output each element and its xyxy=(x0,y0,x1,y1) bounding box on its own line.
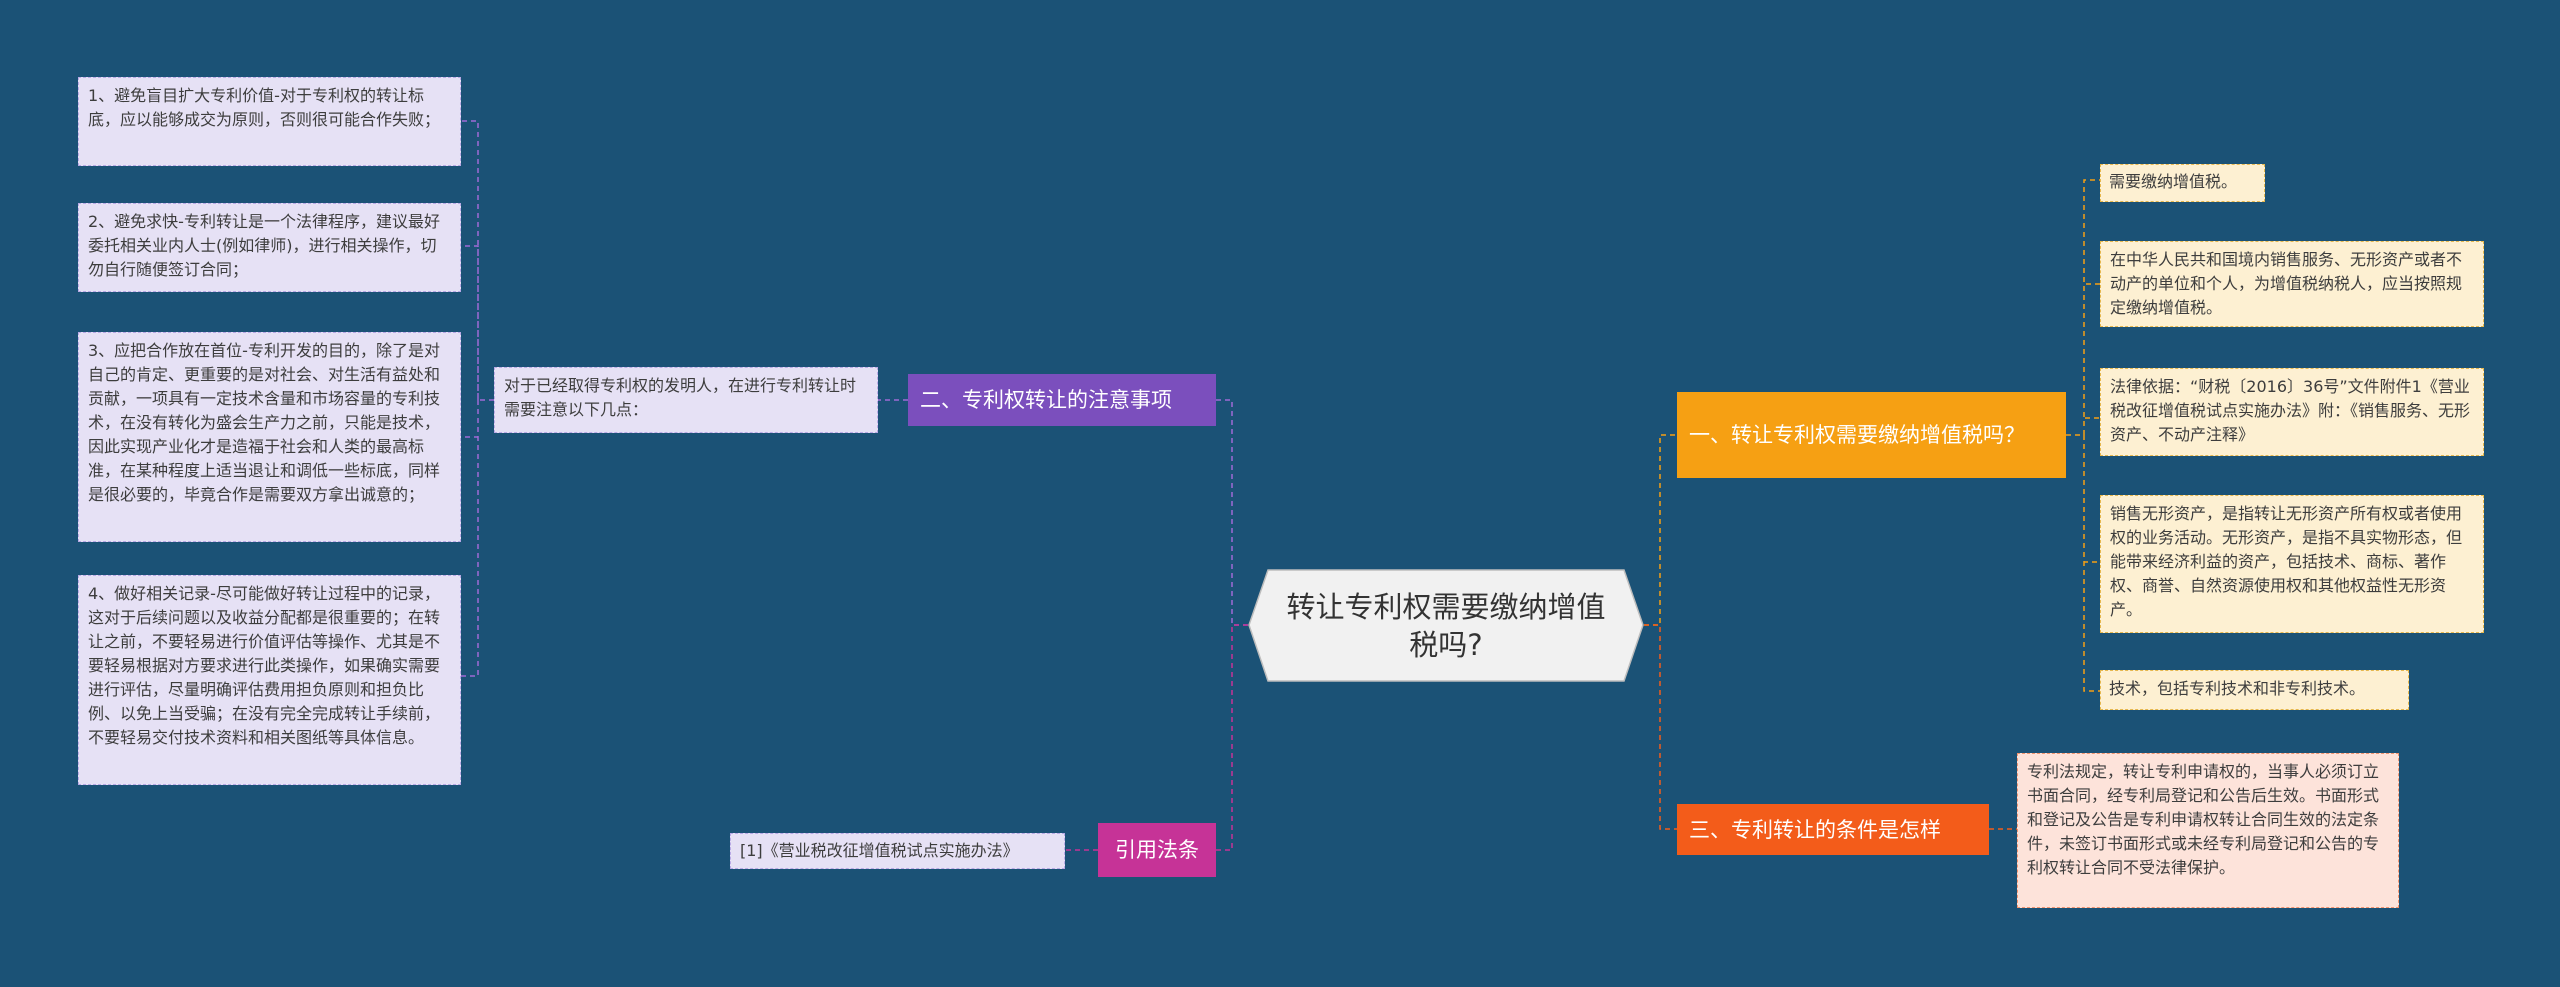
vat-item-2-text: 在中华人民共和国境内销售服务、无形资产或者不动产的单位和个人，为增值税纳税人，应… xyxy=(2110,250,2463,317)
link-center-attention xyxy=(1216,399,1248,626)
branch-law-label: 引用法条 xyxy=(1115,838,1199,862)
attention-item-2-text: 2、避免求快-专利转让是一个法律程序，建议最好委托相关业内人士(例如律师)，进行… xyxy=(88,212,440,279)
branch-vat-label: 一、转让专利权需要缴纳增值税吗？ xyxy=(1689,422,2025,447)
vat-item-5[interactable]: 技术，包括专利技术和非专利技术。 xyxy=(2100,670,2409,710)
conditions-item-1-text: 专利法规定，转让专利申请权的，当事人必须订立书面合同，经专利局登记和公告后生效。… xyxy=(2027,762,2380,877)
link-center-conditions xyxy=(1644,624,1677,830)
central-topic-title: 转让专利权需要缴纳增值税吗? xyxy=(1286,589,1606,662)
vat-item-1[interactable]: 需要缴纳增值税。 xyxy=(2100,164,2265,202)
vat-item-1-text: 需要缴纳增值税。 xyxy=(2109,172,2238,191)
branch-conditions[interactable]: 三、专利转让的条件是怎样 xyxy=(1677,804,1989,855)
attention-item-4[interactable]: 4、做好相关记录-尽可能做好转让过程中的记录，这对于后续问题以及收益分配都是很重… xyxy=(78,575,461,785)
attention-item-2[interactable]: 2、避免求快-专利转让是一个法律程序，建议最好委托相关业内人士(例如律师)，进行… xyxy=(78,203,461,292)
central-topic-shape xyxy=(1248,569,1644,682)
vat-item-4[interactable]: 销售无形资产，是指转让无形资产所有权或者使用权的业务活动。无形资产，是指不具实物… xyxy=(2100,495,2484,633)
vat-item-5-text: 技术，包括专利技术和非专利技术。 xyxy=(2109,679,2366,698)
branch-conditions-label: 三、专利转让的条件是怎样 xyxy=(1689,817,1941,842)
attention-intro-text: 对于已经取得专利权的发明人，在进行专利转让时需要注意以下几点： xyxy=(504,376,857,419)
attention-intro[interactable]: 对于已经取得专利权的发明人，在进行专利转让时需要注意以下几点： xyxy=(494,367,878,433)
vat-item-4-text: 销售无形资产，是指转让无形资产所有权或者使用权的业务活动。无形资产，是指不具实物… xyxy=(2110,504,2463,619)
central-topic[interactable]: 转让专利权需要缴纳增值税吗? xyxy=(1248,569,1644,682)
attention-item-1-text: 1、避免盲目扩大专利价值-对于专利权的转让标底，应以能够成交为原则，否则很可能合… xyxy=(88,86,441,129)
attention-item-3-text: 3、应把合作放在首位-专利开发的目的，除了是对自己的肯定、更重要的是对社会、对生… xyxy=(88,341,441,504)
link-intro-items xyxy=(461,120,494,677)
branch-law[interactable]: 引用法条 xyxy=(1098,823,1216,877)
vat-item-3-text: 法律依据：“财税〔2016〕36号”文件附件1《营业税改征增值税试点实施办法》附… xyxy=(2110,377,2471,444)
conditions-item-1[interactable]: 专利法规定，转让专利申请权的，当事人必须订立书面合同，经专利局登记和公告后生效。… xyxy=(2017,753,2399,908)
attention-item-3[interactable]: 3、应把合作放在首位-专利开发的目的，除了是对自己的肯定、更重要的是对社会、对生… xyxy=(78,332,461,542)
law-item-1-text: [1]《营业税改征增值税试点实施办法》 xyxy=(740,841,1019,860)
vat-item-3[interactable]: 法律依据：“财税〔2016〕36号”文件附件1《营业税改征增值税试点实施办法》附… xyxy=(2100,368,2484,456)
law-item-1[interactable]: [1]《营业税改征增值税试点实施办法》 xyxy=(730,833,1065,869)
vat-item-2[interactable]: 在中华人民共和国境内销售服务、无形资产或者不动产的单位和个人，为增值税纳税人，应… xyxy=(2100,241,2484,327)
branch-vat[interactable]: 一、转让专利权需要缴纳增值税吗？ xyxy=(1677,392,2066,478)
link-center-vat xyxy=(1644,434,1677,626)
link-vat-items xyxy=(2066,179,2100,692)
branch-attention-label: 二、专利权转让的注意事项 xyxy=(920,388,1172,412)
branch-attention[interactable]: 二、专利权转让的注意事项 xyxy=(908,374,1216,426)
link-center-law xyxy=(1216,624,1248,851)
attention-item-1[interactable]: 1、避免盲目扩大专利价值-对于专利权的转让标底，应以能够成交为原则，否则很可能合… xyxy=(78,77,461,166)
attention-item-4-text: 4、做好相关记录-尽可能做好转让过程中的记录，这对于后续问题以及收益分配都是很重… xyxy=(88,584,441,747)
